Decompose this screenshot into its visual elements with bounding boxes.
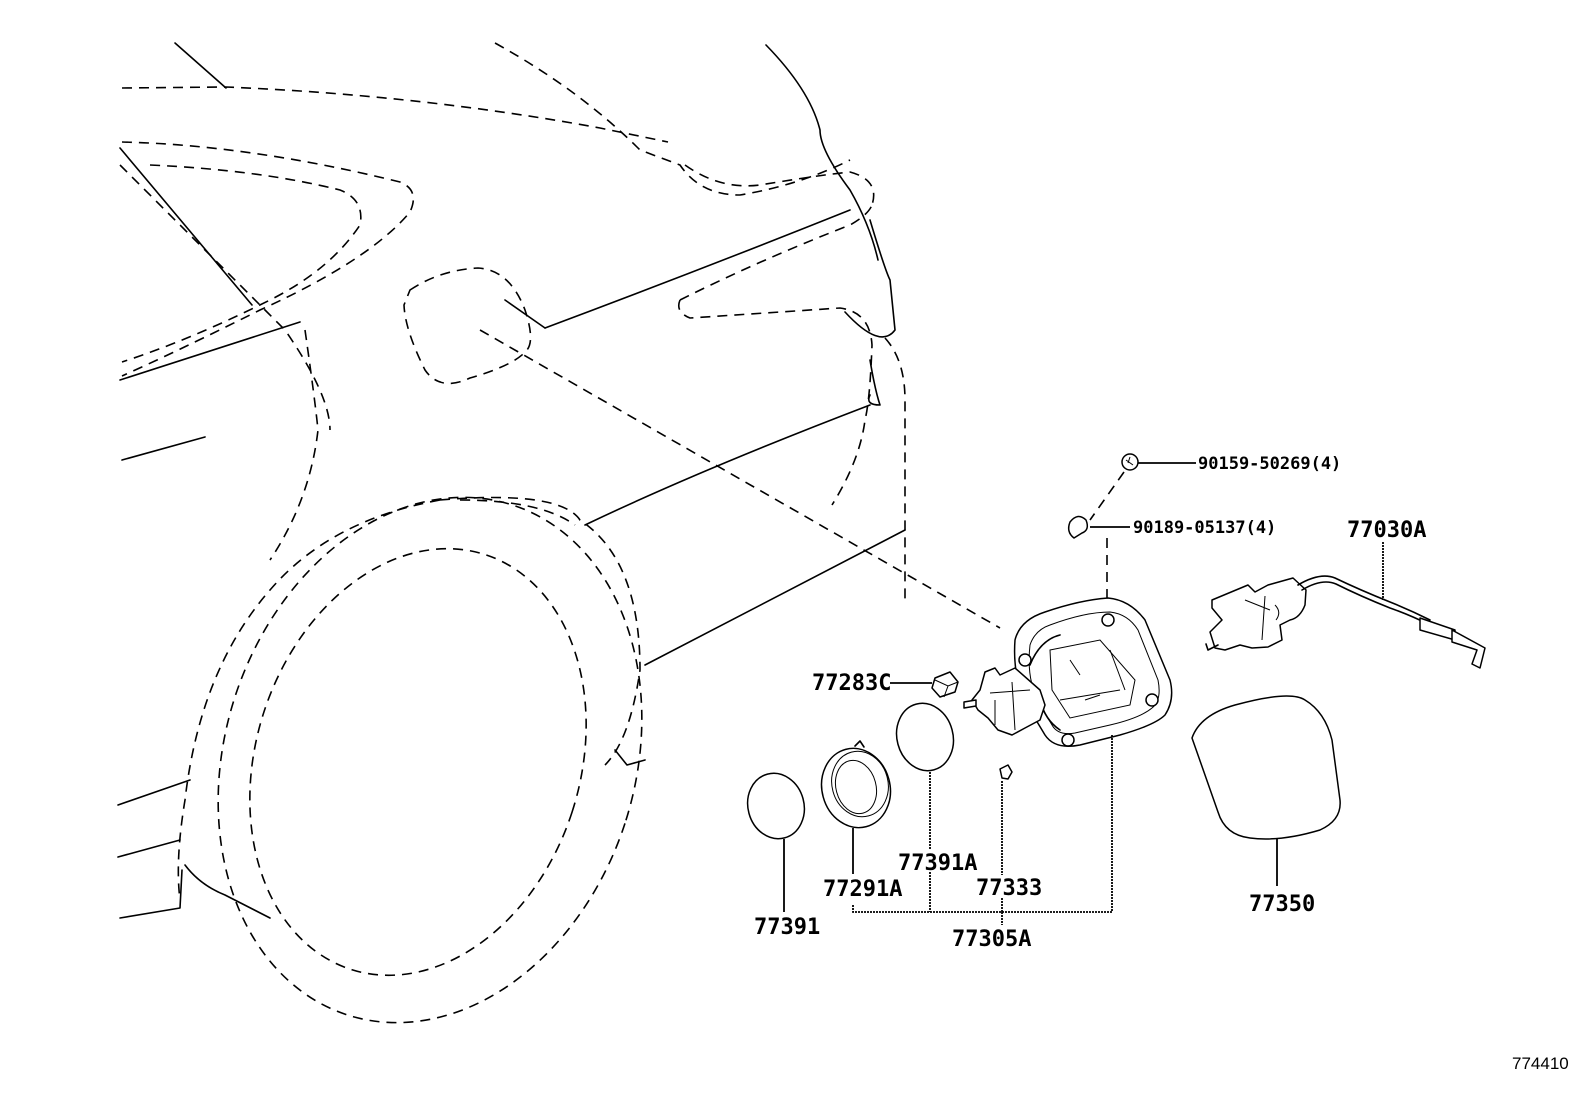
roof-pillar-line [174, 42, 227, 89]
clip-nut-icon [1067, 515, 1089, 539]
label-77350: 77350 [1249, 892, 1315, 917]
label-90189-05137: 90189-05137(4) [1133, 518, 1276, 538]
opener-cable-edge [1301, 581, 1431, 626]
mount-hole-2 [1101, 613, 1115, 627]
label-77291A: 77291A [823, 877, 902, 902]
gasket-77391A-group[interactable]: 77391A [889, 697, 977, 912]
c-pillar-line-b [119, 164, 331, 431]
screw-90159-group[interactable]: 90159-50269(4) [1121, 453, 1341, 474]
clip-77333-group[interactable]: 77333 [976, 764, 1042, 912]
rocker-line-a [117, 779, 191, 806]
opener-lock-detail [1244, 595, 1280, 641]
label-77030A: 77030A [1347, 518, 1426, 543]
assembly-bracket-77305A[interactable]: 77305A [852, 735, 1113, 952]
protector-tab [854, 740, 865, 748]
character-line-upper [544, 209, 851, 329]
cable-end-bracket [1451, 629, 1486, 669]
protector-inner [834, 759, 878, 815]
character-line-mid [679, 204, 873, 301]
car-body-outline [117, 42, 1001, 1024]
opener-plunger [1205, 643, 1219, 651]
label-77391: 77391 [754, 915, 820, 940]
rocker-arch-edge [184, 864, 271, 919]
protector-mid [831, 750, 889, 818]
cushion-77283C-group[interactable]: 77283C [812, 671, 959, 698]
fuel-filler-box-assembly[interactable] [963, 597, 1173, 747]
rear-bumper-corner [884, 337, 906, 600]
bracket-line [852, 735, 1113, 913]
c-pillar-lower [269, 329, 319, 561]
lock-actuator [971, 667, 1046, 736]
door-line-a [504, 299, 546, 329]
quarter-window-outer [121, 141, 415, 377]
installation-direction-line [479, 329, 1001, 629]
mount-hole-3 [1145, 693, 1159, 707]
clip-part [999, 764, 1013, 780]
belt-line-short [121, 436, 206, 461]
tail-lamp-edge [844, 219, 896, 338]
wheel-arch-inner [217, 496, 643, 1024]
label-77333: 77333 [976, 876, 1042, 901]
fuel-door-opening [403, 267, 532, 385]
fuel-lid-panel [1191, 695, 1341, 840]
wheel-arch-outer-right [439, 496, 641, 766]
gasket-outer-ring [746, 772, 806, 840]
wheel-arch-outer-left [177, 499, 441, 901]
mount-hole-4 [1061, 733, 1075, 747]
quarter-window-inner [121, 164, 362, 363]
c-pillar-line-a [119, 147, 253, 306]
filler-box-detail [1059, 649, 1126, 701]
belt-line [119, 321, 301, 381]
label-90159-50269: 90159-50269(4) [1198, 454, 1341, 474]
screw-slot-icon [1125, 456, 1134, 466]
clip-90189-group[interactable]: 90189-05137(4) [1067, 515, 1277, 539]
arch-flare-corner [614, 749, 646, 766]
label-77283C: 77283C [812, 671, 891, 696]
roof-edge-line [121, 86, 669, 143]
rocker-line-b [117, 839, 181, 858]
actuator-connector [963, 699, 977, 709]
screw-head-icon [1121, 453, 1139, 471]
opener-lock-body [1209, 577, 1307, 651]
trunk-lid-line [684, 164, 875, 206]
rocker-line-c [119, 869, 183, 919]
figure-number: 774410 [1512, 1054, 1569, 1073]
tire-outline [249, 547, 587, 977]
label-77305A: 77305A [952, 927, 1031, 952]
wheel-arch-top-edge [459, 499, 576, 526]
opener-cable [1297, 575, 1431, 621]
rear-window-line [494, 42, 851, 196]
rear-deck-line [765, 44, 879, 261]
lock-actuator-detail [989, 681, 1031, 731]
label-77391A: 77391A [898, 851, 977, 876]
cushion-edge [934, 679, 959, 698]
screw-alignment-dashed [1089, 471, 1125, 521]
lamp-lower-edge [867, 359, 881, 406]
lower-body-line [644, 529, 906, 666]
protector-77291A-group[interactable]: 77291A [813, 740, 903, 902]
cable-sleeve [1419, 617, 1456, 641]
gasket-77391-group[interactable]: 77391 [740, 767, 820, 940]
protector-outer [820, 747, 892, 829]
mount-hole-1 [1018, 653, 1032, 667]
lower-character-line [584, 404, 871, 526]
gasket-inner-ring [895, 702, 955, 772]
filler-box-outer [1013, 597, 1173, 747]
tail-lamp-outline [677, 299, 873, 506]
filler-box-recess [1049, 639, 1136, 719]
fuel-lid-77350-group[interactable]: 77350 [1191, 695, 1341, 917]
opener-lock-77030A-group[interactable]: 77030A [1205, 518, 1486, 669]
